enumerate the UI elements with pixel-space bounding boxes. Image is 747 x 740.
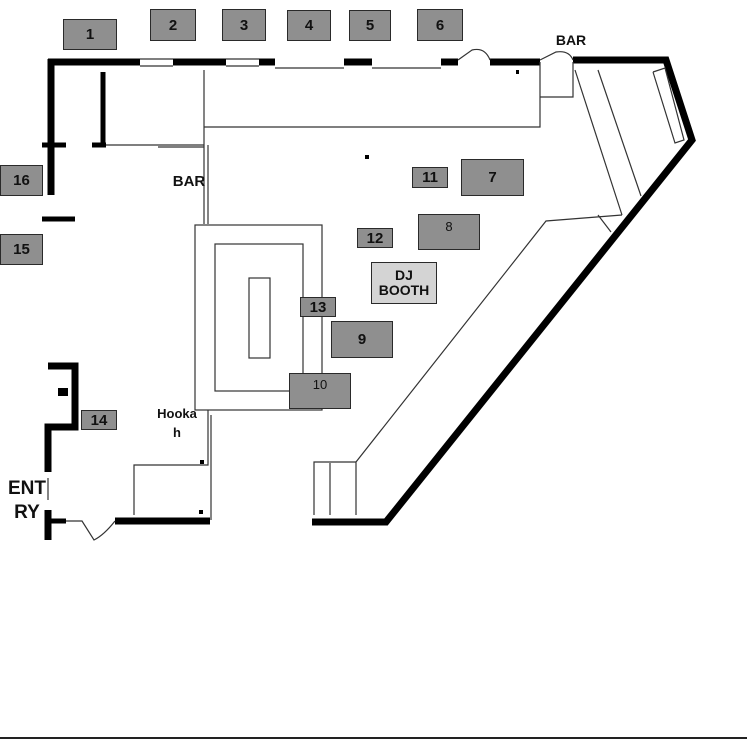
entry-label-line1: ENT [8,478,46,499]
bar-left-label: BAR [172,173,206,190]
table-14-label: 14 [90,411,108,429]
table-16[interactable]: 16 [0,165,43,196]
table-15-label: 15 [13,241,30,258]
table-14[interactable]: 14 [81,410,117,430]
interior-lines [47,48,685,541]
exterior-walls [44,56,696,540]
table-9[interactable]: 9 [331,321,393,358]
table-7-label: 7 [488,169,497,186]
entry-label-line2: RY [14,502,40,523]
table-13-label: 13 [309,298,327,316]
bottom-border-line [0,737,747,739]
table-2[interactable]: 2 [150,9,196,41]
table-10[interactable]: 10 [289,373,351,409]
table-8[interactable]: 8 [418,214,480,250]
hookah-label-line1: Hooka [157,406,197,421]
table-1[interactable]: 1 [63,19,117,50]
table-9-label: 9 [357,331,367,348]
hookah-label: Hooka h [146,404,208,442]
table-4[interactable]: 4 [287,10,331,41]
table-10-label: 10 [312,377,328,392]
table-6[interactable]: 6 [417,9,463,41]
table-2-label: 2 [168,16,178,34]
table-5-label: 5 [365,17,375,34]
table-3-label: 3 [239,16,249,34]
dj-booth[interactable]: DJ BOOTH [371,262,437,304]
entry-label: ENT RY [0,477,54,525]
table-8-label: 8 [445,219,453,234]
dj-booth-line2: BOOTH [378,282,430,298]
table-16-label: 16 [13,172,30,189]
table-7[interactable]: 7 [461,159,524,196]
hookah-label-line2: h [173,425,181,440]
table-13[interactable]: 13 [300,297,336,317]
table-4-label: 4 [304,17,314,34]
bar-top-label: BAR [555,32,587,48]
dj-booth-line1: DJ [395,267,413,283]
table-12[interactable]: 12 [357,228,393,248]
table-3[interactable]: 3 [222,9,266,41]
table-15[interactable]: 15 [0,234,43,265]
table-1-label: 1 [85,26,95,43]
table-12-label: 12 [366,229,384,247]
table-11-label: 11 [422,169,438,186]
table-6-label: 6 [435,16,445,34]
wall-stubs [42,72,106,524]
table-11[interactable]: 11 [412,167,448,188]
fixture-details [58,70,519,514]
table-5[interactable]: 5 [349,10,391,41]
